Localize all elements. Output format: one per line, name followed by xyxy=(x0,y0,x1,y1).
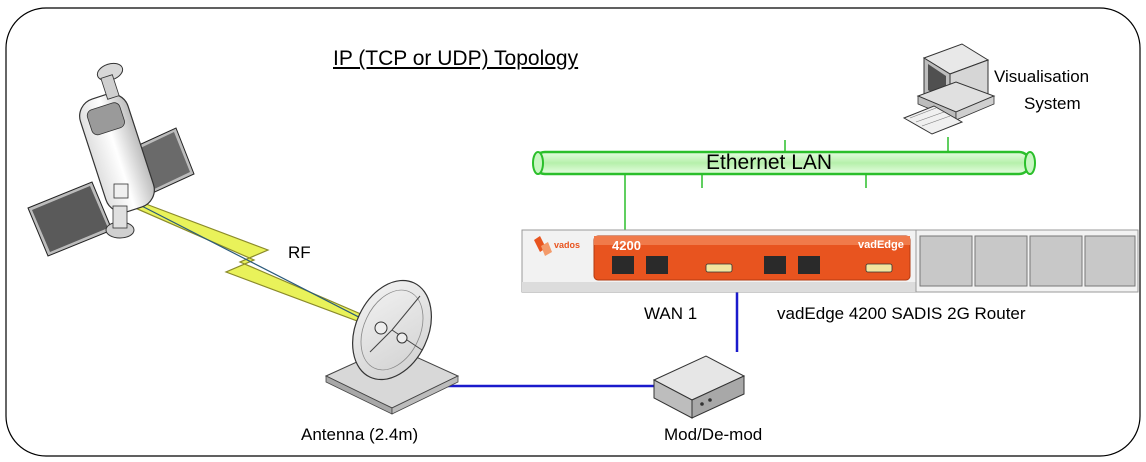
router-label: vadEdge 4200 SADIS 2G Router xyxy=(777,304,1026,323)
ethernet-lan-bus xyxy=(532,137,1036,262)
router-brand-text: vados xyxy=(554,240,581,250)
rf-beam xyxy=(129,199,389,333)
wan-label: WAN 1 xyxy=(644,304,698,323)
satellite-icon xyxy=(27,62,195,257)
ethernet-lan-label: Ethernet LAN xyxy=(706,151,833,174)
modem-label: Mod/De-mod xyxy=(664,425,763,444)
router-icon xyxy=(521,229,1139,293)
visualisation-label-line2: System xyxy=(1024,94,1081,113)
dish-antenna-icon xyxy=(324,279,460,415)
rf-label: RF xyxy=(288,243,311,262)
antenna-label: Antenna (2.4m) xyxy=(301,425,419,444)
visualisation-label-line1: Visualisation xyxy=(994,67,1090,86)
router-edge-text: vadEdge xyxy=(858,239,904,251)
modem-icon xyxy=(652,355,746,419)
router-model-text: 4200 xyxy=(612,238,641,253)
computer-icon xyxy=(902,43,996,135)
diagram-title: IP (TCP or UDP) Topology xyxy=(333,47,579,70)
